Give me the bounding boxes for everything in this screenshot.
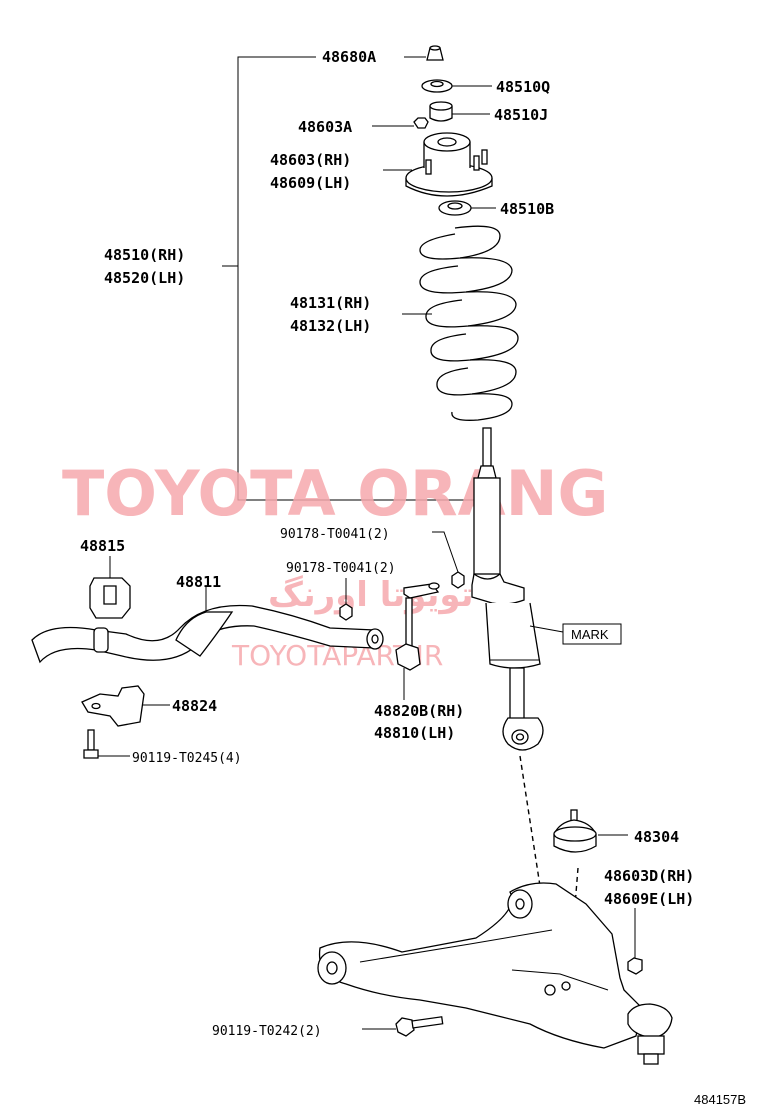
part-48603D-nut bbox=[627, 957, 643, 975]
part-48510J-bushing bbox=[429, 101, 453, 122]
label-48510-rh: 48510(RH) bbox=[104, 246, 185, 264]
label-48603D-rh: 48603D(RH) bbox=[604, 867, 694, 885]
label-48603-rh: 48603(RH) bbox=[270, 151, 351, 169]
part-90178-nut-lower bbox=[339, 603, 353, 621]
label-48603A: 48603A bbox=[298, 118, 352, 136]
mark-label: MARK bbox=[571, 627, 609, 642]
label-48820B-rh: 48820B(RH) bbox=[374, 702, 464, 720]
label-90178-T0041-upper: 90178-T0041(2) bbox=[280, 527, 390, 542]
label-90119-T0242: 90119-T0242(2) bbox=[212, 1024, 322, 1039]
part-48510-shock-absorber bbox=[471, 427, 544, 751]
part-48131-coil-spring bbox=[419, 225, 519, 421]
part-48815-bushing bbox=[89, 577, 131, 619]
assembly-bracket bbox=[222, 56, 480, 501]
label-90119-T0245: 90119-T0245(4) bbox=[132, 751, 242, 766]
mark-callout: MARK bbox=[529, 623, 622, 645]
label-48510J: 48510J bbox=[494, 106, 548, 124]
label-90178-T0041-lower: 90178-T0041(2) bbox=[286, 561, 396, 576]
part-48824-bracket bbox=[81, 685, 145, 727]
label-48609E-lh: 48609E(LH) bbox=[604, 890, 694, 908]
part-48510Q-washer bbox=[421, 79, 453, 93]
part-90119-T0245-bolt bbox=[83, 729, 99, 759]
label-48810-lh: 48810(LH) bbox=[374, 724, 455, 742]
part-90178-nut-upper bbox=[451, 571, 465, 589]
label-48815: 48815 bbox=[80, 537, 125, 555]
label-48811: 48811 bbox=[176, 573, 221, 591]
part-48811-stabilizer-bar bbox=[31, 604, 384, 664]
label-48520-lh: 48520(LH) bbox=[104, 269, 185, 287]
part-48603A-nut bbox=[413, 117, 429, 129]
part-48820-stabilizer-link bbox=[395, 582, 440, 671]
label-48132-lh: 48132(LH) bbox=[290, 317, 371, 335]
label-48680A: 48680A bbox=[322, 48, 376, 66]
label-48131-rh: 48131(RH) bbox=[290, 294, 371, 312]
part-48304-bump-stopper bbox=[553, 809, 597, 853]
watermark-persian: تویوتا اورنگ bbox=[268, 575, 473, 615]
label-48304: 48304 bbox=[634, 828, 679, 846]
part-90119-T0242-bolt bbox=[395, 1016, 444, 1037]
label-48609-lh: 48609(LH) bbox=[270, 174, 351, 192]
part-48510B-spring-seat bbox=[438, 200, 472, 216]
part-48603-upper-support bbox=[405, 132, 493, 197]
part-48680A-nut-cap bbox=[426, 45, 444, 61]
label-48824: 48824 bbox=[172, 697, 217, 715]
label-48510B: 48510B bbox=[500, 200, 554, 218]
diagram-reference-number: 484157B bbox=[694, 1092, 746, 1107]
label-48510Q: 48510Q bbox=[496, 78, 550, 96]
part-lower-control-arm bbox=[317, 882, 673, 1065]
watermark-main: TOYOTA ORANG bbox=[62, 457, 608, 530]
